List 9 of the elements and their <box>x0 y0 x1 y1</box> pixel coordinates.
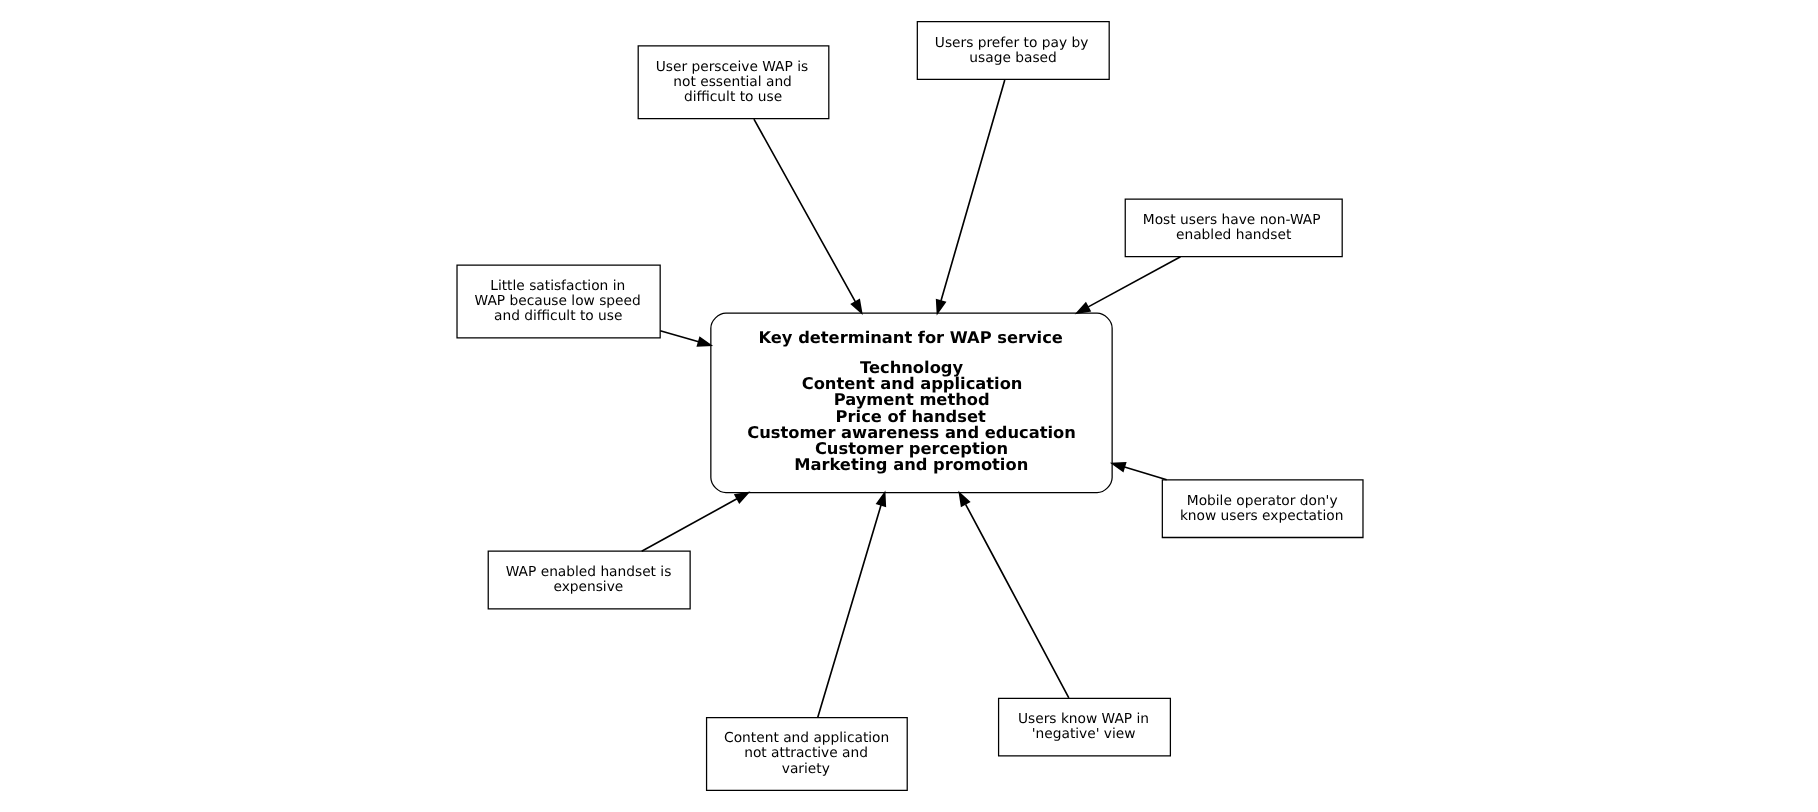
arrow <box>815 490 886 719</box>
arrow <box>639 491 750 552</box>
arrow <box>1108 461 1167 481</box>
arrow <box>1073 255 1181 315</box>
arrow <box>658 329 713 347</box>
node-box: Key determinant for WAP service Technology Content and application Payment method Price of handset Customer awareness and education Customer perception Marketing and promotion <box>709 312 1112 494</box>
arrow <box>957 490 1069 699</box>
arrow <box>934 79 1005 316</box>
arrow <box>752 118 862 316</box>
